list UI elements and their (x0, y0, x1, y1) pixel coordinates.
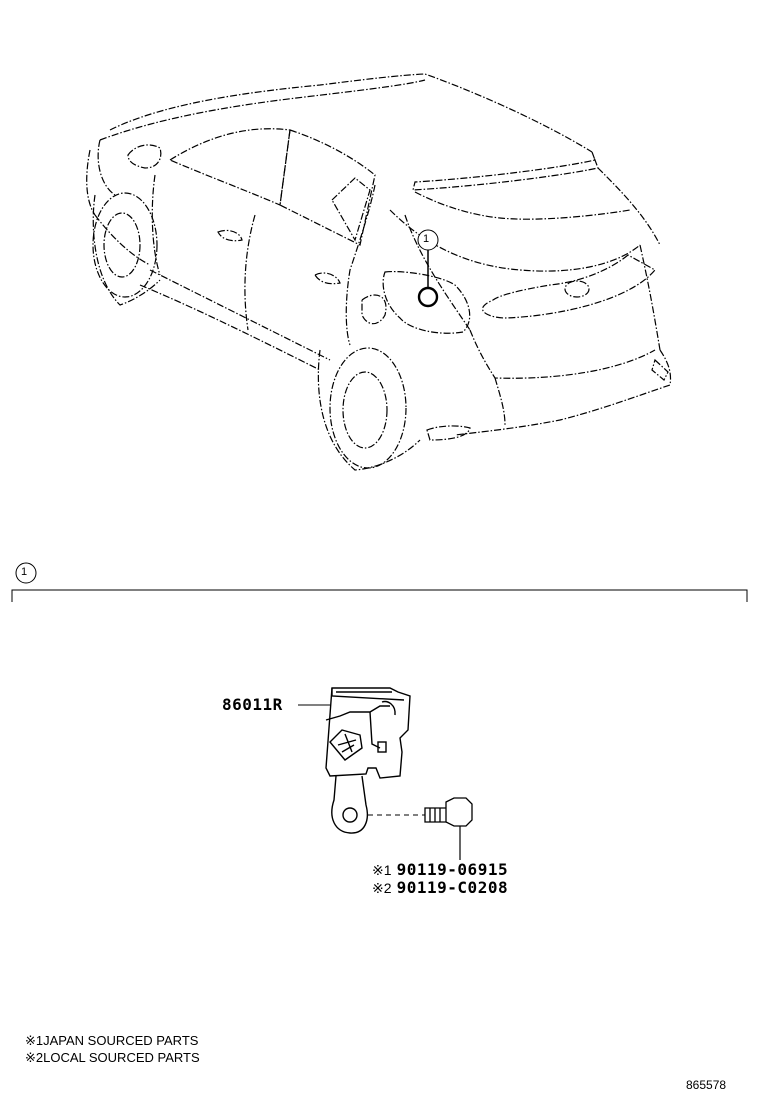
bolt-part-number-1[interactable]: 90119-06915 (396, 860, 509, 879)
callout-number: 1 (423, 233, 430, 245)
part-number-sensor[interactable]: 86011R (222, 695, 283, 714)
sensor-assembly (298, 687, 425, 834)
bolt-source-marker-1: ※1 (372, 862, 392, 878)
footnote-marker-1: ※1 (25, 1033, 44, 1048)
location-circle (417, 286, 439, 308)
bolt-part-number-2[interactable]: 90119-C0208 (396, 878, 509, 897)
footnote-text-1: JAPAN SOURCED PARTS (43, 1033, 199, 1048)
section-bracket (11, 562, 748, 602)
bolt-source-marker-2: ※2 (372, 880, 392, 896)
section-number: 1 (21, 566, 28, 578)
footnote-local: ※2LOCAL SOURCED PARTS (25, 1051, 200, 1064)
footnote-text-2: LOCAL SOURCED PARTS (43, 1050, 200, 1065)
bolt (424, 797, 473, 860)
callout-marker (417, 229, 439, 308)
footnote-marker-2: ※2 (25, 1050, 44, 1065)
bolt-part-line-1[interactable]: ※1 90119-06915 (372, 862, 508, 878)
bolt-part-line-2[interactable]: ※2 90119-C0208 (372, 880, 508, 896)
diagram-reference-number: 865578 (686, 1078, 727, 1092)
car-illustration (86, 73, 672, 471)
footnote-japan: ※1JAPAN SOURCED PARTS (25, 1034, 198, 1047)
